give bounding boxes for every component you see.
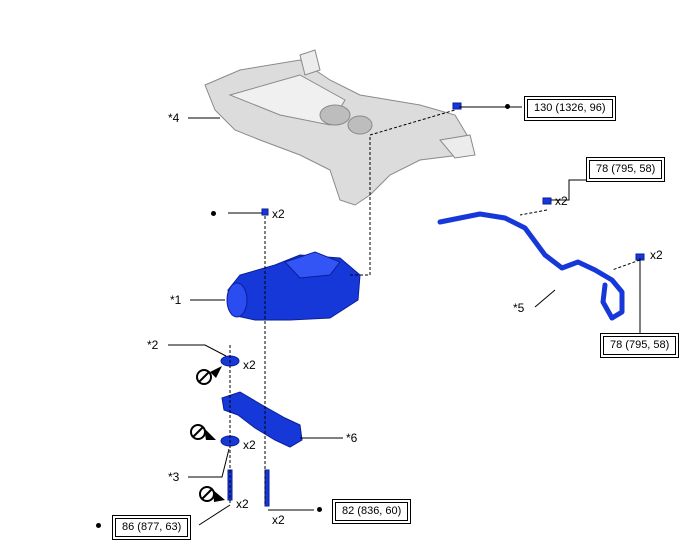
mount-arm-illustration [221, 391, 303, 448]
torque-value: 78 (795, 58) [603, 336, 677, 355]
leader-lines [168, 106, 641, 526]
qty-stabilizer-bolt-upper: x2 [555, 194, 568, 208]
torque-box-82: 82 (836, 60) [332, 499, 412, 524]
arrow-icon [204, 366, 225, 502]
stabilizer-illustration [437, 211, 625, 321]
bullet-dot [211, 211, 216, 216]
callout-motor: *1 [170, 293, 182, 307]
callout-mount-arm: *6 [346, 431, 358, 445]
torque-box-130: 130 (1326, 96) [524, 96, 616, 121]
torque-box-78-lower: 78 (795, 58) [600, 333, 680, 358]
qty-cushion-upper: x2 [243, 358, 256, 372]
torque-box-86: 86 (877, 63) [112, 515, 192, 540]
qty-rear-bolt: x2 [272, 513, 285, 527]
torque-value: 86 (877, 63) [115, 518, 189, 537]
torque-value: 130 (1326, 96) [527, 99, 613, 118]
qty-cushion-lower: x2 [243, 438, 256, 452]
motor-illustration [226, 251, 361, 321]
bullet-dot [505, 104, 510, 109]
torque-value: 82 (836, 60) [335, 502, 409, 521]
callout-stabilizer: *5 [513, 301, 525, 315]
callout-subframe: *4 [168, 111, 180, 125]
qty-subframe-bolt: x2 [272, 207, 285, 221]
callout-bracket-upper: *2 [147, 338, 159, 352]
callout-bracket-lower: *3 [168, 470, 180, 484]
torque-value: 78 (795, 58) [589, 160, 663, 179]
torque-box-78-upper: 78 (795, 58) [586, 157, 666, 182]
subframe-illustration [204, 49, 476, 206]
qty-stabilizer-bolt-lower: x2 [650, 248, 663, 262]
bullet-dot [96, 523, 101, 528]
qty-front-bolt: x2 [236, 497, 249, 511]
bullet-dot [317, 507, 322, 512]
dashed-guides [229, 109, 641, 505]
